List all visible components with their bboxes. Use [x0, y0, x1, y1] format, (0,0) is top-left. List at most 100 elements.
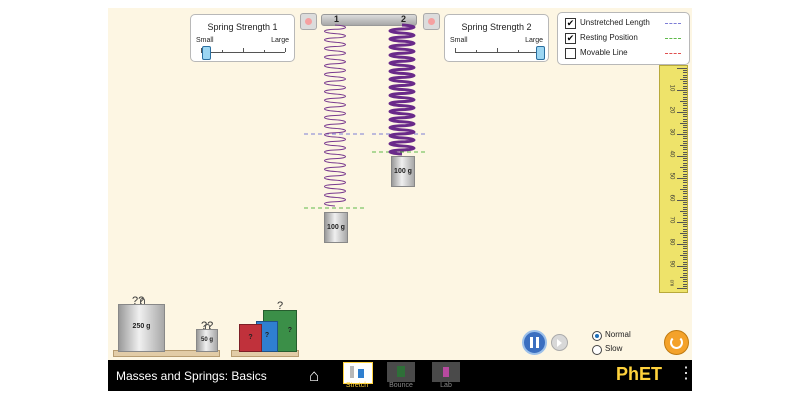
ruler-tick	[680, 123, 687, 124]
ruler[interactable]: 10 20 30 40 50 60 70 80 90 cm	[659, 65, 688, 293]
ruler-tick	[683, 98, 687, 100]
ruler-tick	[683, 103, 687, 105]
normal-speed-radio[interactable]	[592, 331, 602, 341]
ruler-tick	[683, 239, 687, 241]
ruler-tick	[683, 281, 687, 283]
ruler-tick	[683, 171, 687, 173]
ruler-tick	[683, 140, 687, 142]
ruler-tick	[683, 149, 687, 151]
stop-spring-2-button[interactable]	[423, 13, 440, 30]
home-icon[interactable]: ⌂	[309, 366, 320, 385]
ruler-tick	[683, 250, 687, 252]
stretch-screen-button[interactable]	[343, 362, 373, 384]
ruler-tick	[683, 138, 687, 140]
ruler-tick	[677, 90, 687, 91]
spring-strength-1-thumb[interactable]	[202, 46, 212, 60]
menu-icon[interactable]: ⋮	[678, 365, 694, 382]
hanging-mass-1-label: 100 g	[327, 224, 345, 231]
spring-strength-2-track[interactable]	[455, 52, 539, 53]
ruler-tick	[683, 241, 687, 243]
ruler-tick	[680, 145, 687, 146]
navigation-bar: Masses and Springs: Basics ⌂ Stretch Bou…	[108, 360, 694, 391]
ruler-tick	[683, 81, 687, 83]
ruler-number-80: 80	[668, 238, 675, 246]
ruler-tick	[683, 162, 687, 164]
resting-position-option[interactable]: ✔ Resting Position	[565, 33, 687, 45]
ruler-tick	[683, 285, 687, 287]
mass-50g[interactable]: 50 g	[196, 329, 218, 352]
hanging-mass-1[interactable]: 100 g	[324, 212, 348, 243]
ruler-tick	[683, 136, 687, 138]
ruler-tick	[683, 226, 687, 228]
ruler-tick	[683, 204, 687, 206]
unstretched-length-swatch	[665, 23, 681, 24]
ruler-tick	[683, 237, 687, 239]
ruler-tick	[683, 235, 687, 237]
spring-strength-2-panel: Spring Strength 2 Small Large	[444, 14, 549, 62]
mass-shelf-left	[113, 350, 220, 357]
ruler-tick	[683, 70, 687, 72]
reset-all-button[interactable]	[664, 330, 689, 355]
spring-strength-2-thumb[interactable]	[536, 46, 545, 60]
spring-2-label: 2	[401, 14, 407, 24]
hanging-mass-2[interactable]: 100 g	[391, 156, 415, 187]
spring-strength-2-low-label: Small	[450, 37, 468, 44]
ruler-tick	[683, 202, 687, 204]
unstretched-length-option[interactable]: ✔ Unstretched Length	[565, 18, 687, 30]
ruler-tick	[680, 255, 687, 256]
mass-250g[interactable]: 250 g	[118, 304, 165, 352]
ruler-tick	[683, 164, 687, 166]
ruler-number-10: 10	[668, 84, 675, 92]
spring-strength-1-panel: Spring Strength 1 Small Large	[190, 14, 295, 62]
ruler-tick	[683, 114, 687, 116]
ruler-tick	[683, 261, 687, 263]
springs-graphic	[304, 23, 428, 209]
ruler-tick	[683, 270, 687, 272]
ruler-tick	[677, 222, 687, 223]
pause-button[interactable]	[522, 330, 547, 355]
ruler-tick	[683, 173, 687, 175]
ruler-tick	[683, 118, 687, 120]
hanging-mass-2-label: 100 g	[394, 168, 412, 175]
mystery-mass-red[interactable]: ?	[239, 324, 262, 352]
ruler-tick	[677, 288, 687, 289]
movable-line-label: Movable Line	[580, 48, 628, 57]
ruler-tick	[677, 112, 687, 113]
mystery-mass-blue-label: ?	[264, 332, 270, 339]
sim-area: Spring Strength 1 Small Large 1 2 Spring…	[108, 8, 692, 391]
ruler-tick	[683, 219, 687, 221]
unstretched-length-checkbox[interactable]: ✔	[565, 18, 576, 29]
ruler-tick	[683, 72, 687, 74]
ruler-tick	[677, 178, 687, 179]
ruler-tick	[680, 101, 687, 102]
stop-spring-1-button[interactable]	[300, 13, 317, 30]
lab-screen-button[interactable]	[432, 362, 460, 382]
ruler-tick	[683, 246, 687, 248]
ruler-tick	[680, 189, 687, 190]
bounce-screen-button[interactable]	[387, 362, 415, 382]
ruler-tick	[683, 268, 687, 270]
spring-strength-1-track[interactable]	[201, 52, 285, 53]
ruler-tick	[683, 193, 687, 195]
ruler-number-50: 50	[668, 172, 675, 180]
phet-logo[interactable]: PhET	[616, 364, 663, 384]
ruler-tick	[683, 74, 687, 76]
mass-250g-label: 250 g	[132, 323, 151, 330]
ruler-tick	[683, 208, 687, 210]
resting-position-checkbox[interactable]: ✔	[565, 33, 576, 44]
ruler-tick	[683, 186, 687, 188]
ruler-tick	[683, 169, 687, 171]
ruler-tick	[683, 228, 687, 230]
movable-line-option[interactable]: Movable Line	[565, 48, 687, 60]
spring-1-label: 1	[334, 14, 340, 24]
movable-line-swatch	[665, 53, 681, 54]
slow-speed-radio[interactable]	[592, 345, 602, 355]
ruler-tick	[683, 83, 687, 85]
spring-strength-1-title: Spring Strength 1	[207, 22, 278, 32]
spring-1	[324, 24, 346, 207]
mystery-mass-question: ?	[277, 300, 284, 312]
resting-position-swatch	[665, 38, 681, 39]
step-button[interactable]	[551, 334, 568, 351]
ruler-tick	[683, 129, 687, 131]
movable-line-checkbox[interactable]	[565, 48, 576, 59]
